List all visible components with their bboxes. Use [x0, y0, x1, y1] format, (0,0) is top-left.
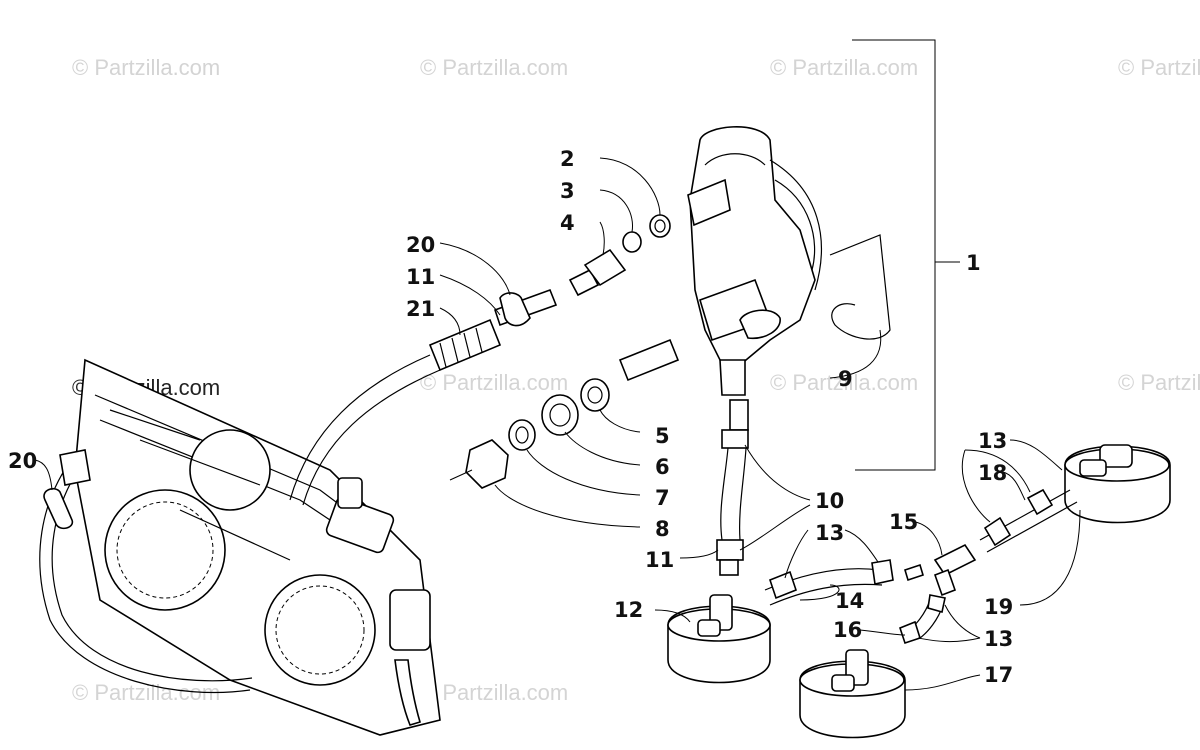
callout-2: 2 — [560, 147, 575, 171]
callout-3: 3 — [560, 179, 575, 203]
fitting-parts-lower — [449, 338, 680, 489]
callout-16: 16 — [833, 618, 862, 642]
callout-10: 10 — [815, 489, 844, 513]
callout-20: 20 — [406, 233, 435, 257]
callout-21: 21 — [406, 297, 435, 321]
callout-14: 14 — [835, 589, 864, 613]
spring-clip — [829, 234, 891, 340]
callout-5: 5 — [655, 424, 670, 448]
callout-9: 9 — [838, 367, 853, 391]
callout-7: 7 — [655, 486, 670, 510]
watermark: © Partzilla.com — [770, 55, 918, 80]
callout-15: 15 — [889, 510, 918, 534]
callout-labels: 1 2 3 4 5 6 7 8 9 10 11 11 12 13 13 13 1… — [8, 147, 1013, 687]
watermark: © Partzilla.com — [72, 55, 220, 80]
hose-fitting-upper-left — [428, 288, 558, 372]
callout-6: 6 — [655, 455, 670, 479]
vent-canister-right — [1064, 444, 1171, 524]
watermark: © Partzilla.com — [420, 55, 568, 80]
fuel-hose-long — [289, 354, 441, 506]
watermark: © Partzilla.com — [420, 370, 568, 395]
callout-4: 4 — [560, 211, 575, 235]
callout-8: 8 — [655, 517, 670, 541]
watermark: © Partzilla.com — [770, 370, 918, 395]
callout-12: 12 — [614, 598, 643, 622]
fuel-hose-left-loop — [39, 449, 253, 693]
callout-18: 18 — [978, 461, 1007, 485]
leader-lines — [34, 157, 1081, 691]
vent-canister-lower — [799, 649, 906, 739]
callout-13: 13 — [984, 627, 1013, 651]
vent-canister-left — [667, 594, 771, 684]
watermark: © Partzilla.com — [420, 680, 568, 705]
callout-13: 13 — [978, 429, 1007, 453]
callout-13: 13 — [815, 521, 844, 545]
callout-1: 1 — [966, 251, 981, 275]
fuel-pump-body — [687, 126, 822, 396]
watermark: © Partzilla.com — [1118, 55, 1200, 80]
callout-20: 20 — [8, 449, 37, 473]
callout-17: 17 — [984, 663, 1013, 687]
callout-19: 19 — [984, 595, 1013, 619]
fuel-hose-vertical — [716, 399, 749, 576]
callout-11: 11 — [406, 265, 435, 289]
assembly-bracket — [852, 39, 960, 471]
watermark: © Partzilla.com — [1118, 370, 1200, 395]
callout-11: 11 — [645, 548, 674, 572]
vent-hoses — [764, 488, 1078, 645]
throttle-body-assembly — [74, 358, 441, 736]
fitting-parts-upper — [568, 214, 671, 297]
